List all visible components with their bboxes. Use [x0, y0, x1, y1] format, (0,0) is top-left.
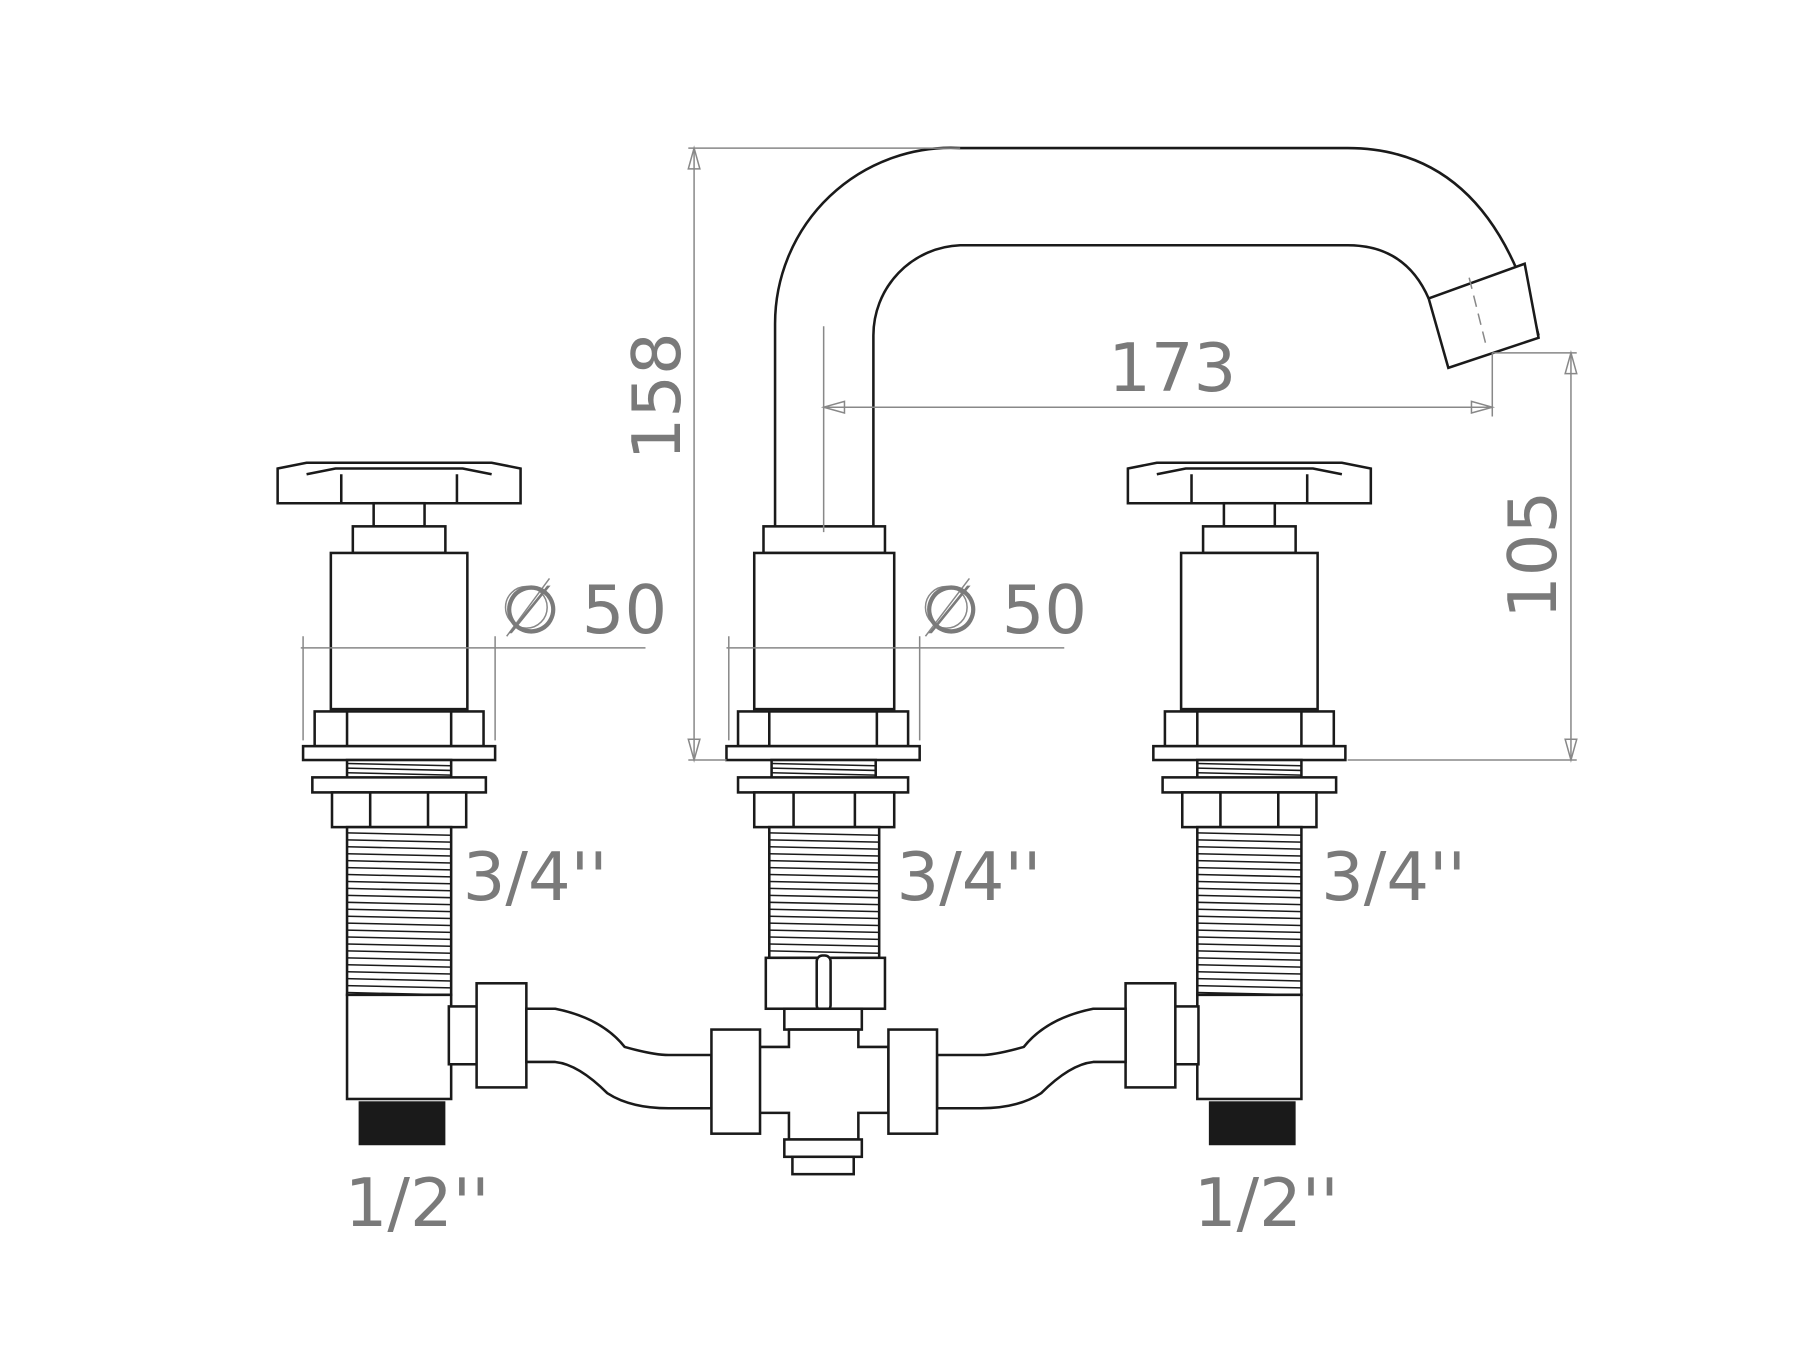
thread-line: [1197, 880, 1302, 885]
thread-line: [769, 894, 880, 899]
thread-line: [347, 950, 452, 954]
right-valve: [1126, 461, 1373, 829]
thread-line: [1197, 894, 1302, 899]
thread-line: [347, 839, 452, 843]
thread-line: [347, 852, 452, 857]
thread-line: [1197, 936, 1302, 941]
thread-line: [769, 943, 880, 948]
thread-line: [769, 859, 880, 864]
thread-line: [1197, 943, 1302, 948]
thread-line: [771, 762, 876, 767]
shank-size-center: 3/4'': [897, 838, 1042, 916]
thread-line: [769, 922, 880, 927]
thread-line: [1197, 873, 1302, 878]
thread-line: [1197, 767, 1302, 772]
dimension-lines: [300, 145, 1578, 763]
inlet-size-right: 1/2'': [1194, 1164, 1339, 1242]
thread-line: [769, 887, 880, 892]
shank-size-left: 3/4'': [463, 838, 608, 916]
thread-line: [347, 908, 452, 913]
thread-line: [347, 771, 452, 776]
diameter-label-center: ∅ 50: [922, 571, 1087, 649]
thread-line: [347, 762, 452, 767]
thread-line: [769, 852, 880, 857]
thread-line: [347, 859, 452, 864]
dimension-158: 158: [618, 332, 696, 460]
thread-line: [1197, 991, 1302, 996]
thread-line: [347, 767, 452, 772]
thread-line: [1197, 915, 1302, 920]
thread-line: [347, 880, 452, 885]
thread-line: [1197, 922, 1302, 927]
thread-line: [1197, 859, 1302, 864]
thread-line: [1197, 984, 1302, 989]
thread-line: [769, 839, 880, 843]
thread-line: [1197, 866, 1302, 871]
dimension-105: 105: [1494, 491, 1572, 619]
thread-line: [347, 929, 452, 934]
thread-line: [1197, 964, 1302, 968]
thread-line: [769, 846, 880, 850]
thread-line: [347, 887, 452, 892]
thread-line: [769, 929, 880, 934]
thread-line: [769, 873, 880, 878]
thread-line: [347, 894, 452, 899]
inlet-size-left: 1/2'': [345, 1164, 490, 1242]
thread-line: [1197, 908, 1302, 913]
thread-line: [1197, 771, 1302, 776]
thread-line: [1197, 846, 1302, 850]
spout: [773, 146, 1541, 533]
center-body: [725, 525, 921, 1176]
thread-line: [347, 846, 452, 850]
left-valve: [276, 461, 522, 829]
thread-line: [347, 873, 452, 878]
thread-line: [769, 832, 880, 836]
thread-line: [1197, 762, 1302, 767]
shanks: [345, 762, 1303, 1146]
thread-line: [347, 977, 452, 982]
thread-line: [1197, 839, 1302, 843]
thread-line: [1197, 957, 1302, 961]
thread-line: [347, 991, 452, 996]
thread-line: [347, 943, 452, 948]
thread-line: [1197, 977, 1302, 982]
thread-line: [347, 957, 452, 961]
dimension-173: 173: [1108, 329, 1236, 407]
thread-line: [771, 767, 876, 772]
thread-line: [771, 771, 876, 776]
thread-line: [347, 936, 452, 941]
shank-size-right: 3/4'': [1321, 838, 1466, 916]
thread-line: [769, 908, 880, 913]
thread-line: [769, 866, 880, 871]
thread-line: [769, 901, 880, 906]
thread-line: [347, 922, 452, 927]
thread-line: [347, 901, 452, 906]
thread-line: [347, 832, 452, 836]
thread-line: [1197, 832, 1302, 836]
thread-line: [347, 866, 452, 871]
thread-line: [347, 970, 452, 975]
thread-line: [347, 984, 452, 989]
thread-line: [1197, 887, 1302, 892]
thread-line: [769, 915, 880, 920]
thread-line: [1197, 929, 1302, 934]
thread-line: [1197, 950, 1302, 954]
thread-line: [769, 950, 880, 954]
supply-pipes: [447, 982, 1200, 1135]
thread-line: [1197, 852, 1302, 857]
thread-line: [347, 915, 452, 920]
thread-line: [1197, 970, 1302, 975]
thread-line: [769, 880, 880, 885]
diameter-label-left: ∅ 50: [502, 571, 667, 649]
thread-line: [347, 964, 452, 968]
thread-line: [1197, 901, 1302, 906]
thread-line: [769, 936, 880, 941]
